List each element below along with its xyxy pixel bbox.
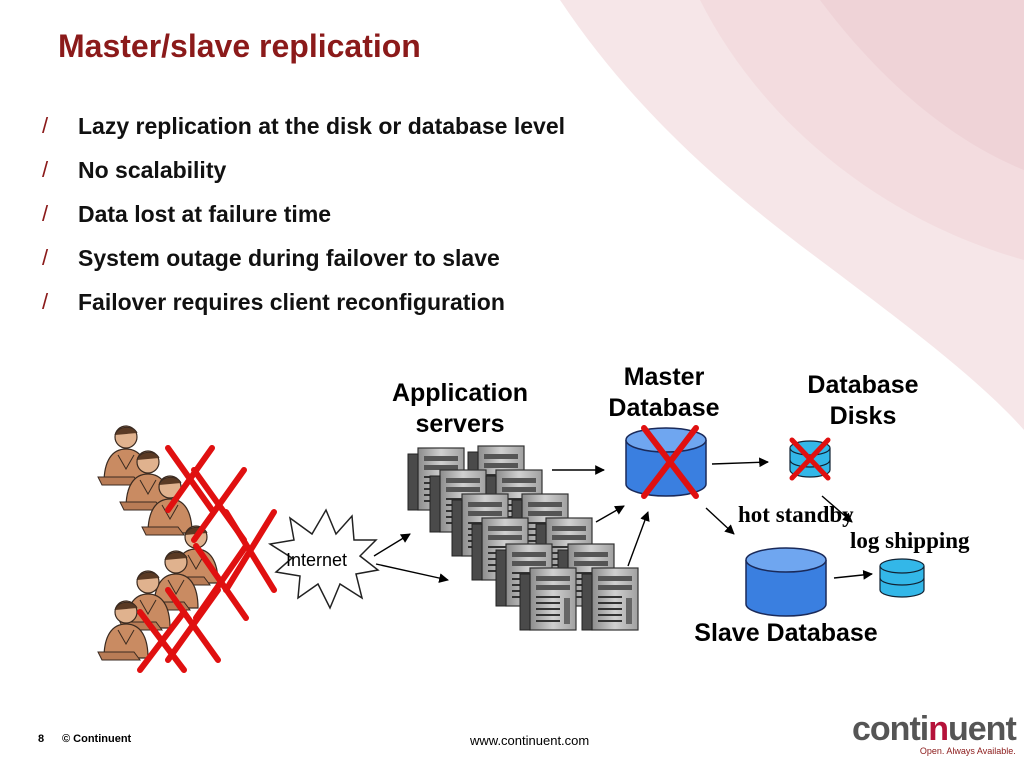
label-line: Database: [807, 371, 919, 399]
label-line: Database: [608, 394, 720, 423]
label-line: servers: [415, 410, 505, 439]
bullet-list: / Lazy replication at the disk or databas…: [42, 104, 565, 324]
slave-disks-icon: [879, 558, 925, 598]
label-line: Master: [623, 363, 705, 391]
failure-cross-master-icon: [641, 425, 699, 499]
label-line: Disks: [829, 402, 897, 431]
bullet-text: Data lost at failure time: [78, 200, 332, 227]
internet-cloud-icon: [267, 508, 380, 610]
master-database-icon: [625, 427, 707, 497]
logo-wordmark: continuent: [852, 710, 1017, 748]
slave-database-icon: [745, 547, 827, 617]
bullet-item: / Lazy replication at the disk or databas…: [42, 104, 565, 148]
logo-word-start: conti: [852, 710, 929, 748]
label-line: Application: [391, 379, 529, 407]
failure-crosses-users: [137, 445, 277, 673]
logo-word-end: uent: [948, 710, 1017, 748]
bullet-text: No scalability: [78, 156, 227, 183]
internet-to-servers-arrows: [373, 533, 449, 583]
bullet-mark: /: [42, 113, 49, 138]
bullet-mark: /: [42, 157, 49, 182]
bullet-item: / Data lost at failure time: [42, 192, 565, 236]
bullet-text: System outage during failover to slave: [78, 244, 500, 271]
footer-url: www.continuent.com: [470, 733, 590, 748]
bullet-mark: /: [42, 201, 49, 226]
bullet-item: / System outage during failover to slave: [42, 236, 565, 280]
master-database-label: Master Database: [592, 362, 736, 425]
bullet-item: / Failover requires client reconfiguratio…: [42, 280, 565, 324]
logo-word-accent: n: [928, 710, 949, 748]
page-number: 8: [38, 733, 45, 745]
hot-standby-label: hot standby: [738, 502, 854, 527]
servers-to-database-arrows: [552, 457, 873, 580]
slave-database-label: Slave Database: [694, 619, 878, 647]
internet-label: Internet: [286, 550, 348, 570]
failure-cross-disks-icon: [789, 437, 831, 481]
bullet-mark: /: [42, 245, 49, 270]
application-server-cluster: [407, 445, 639, 631]
log-shipping-label: log shipping: [850, 528, 970, 553]
application-servers-label: Application servers: [378, 378, 542, 441]
logo-tagline: Open. Always Available.: [919, 746, 1016, 756]
bullet-item: / No scalability: [42, 148, 565, 192]
copyright-text: © Continuent: [62, 733, 132, 745]
bullet-text: Lazy replication at the disk or database…: [78, 112, 566, 139]
bullet-text: Failover requires client reconfiguration: [78, 288, 505, 315]
slide-title: Master/slave replication: [58, 28, 421, 64]
continuent-logo: continuent Open. Always Available.: [852, 710, 1017, 756]
database-disks-label: Database Disks: [788, 370, 938, 433]
bullet-mark: /: [42, 289, 49, 314]
